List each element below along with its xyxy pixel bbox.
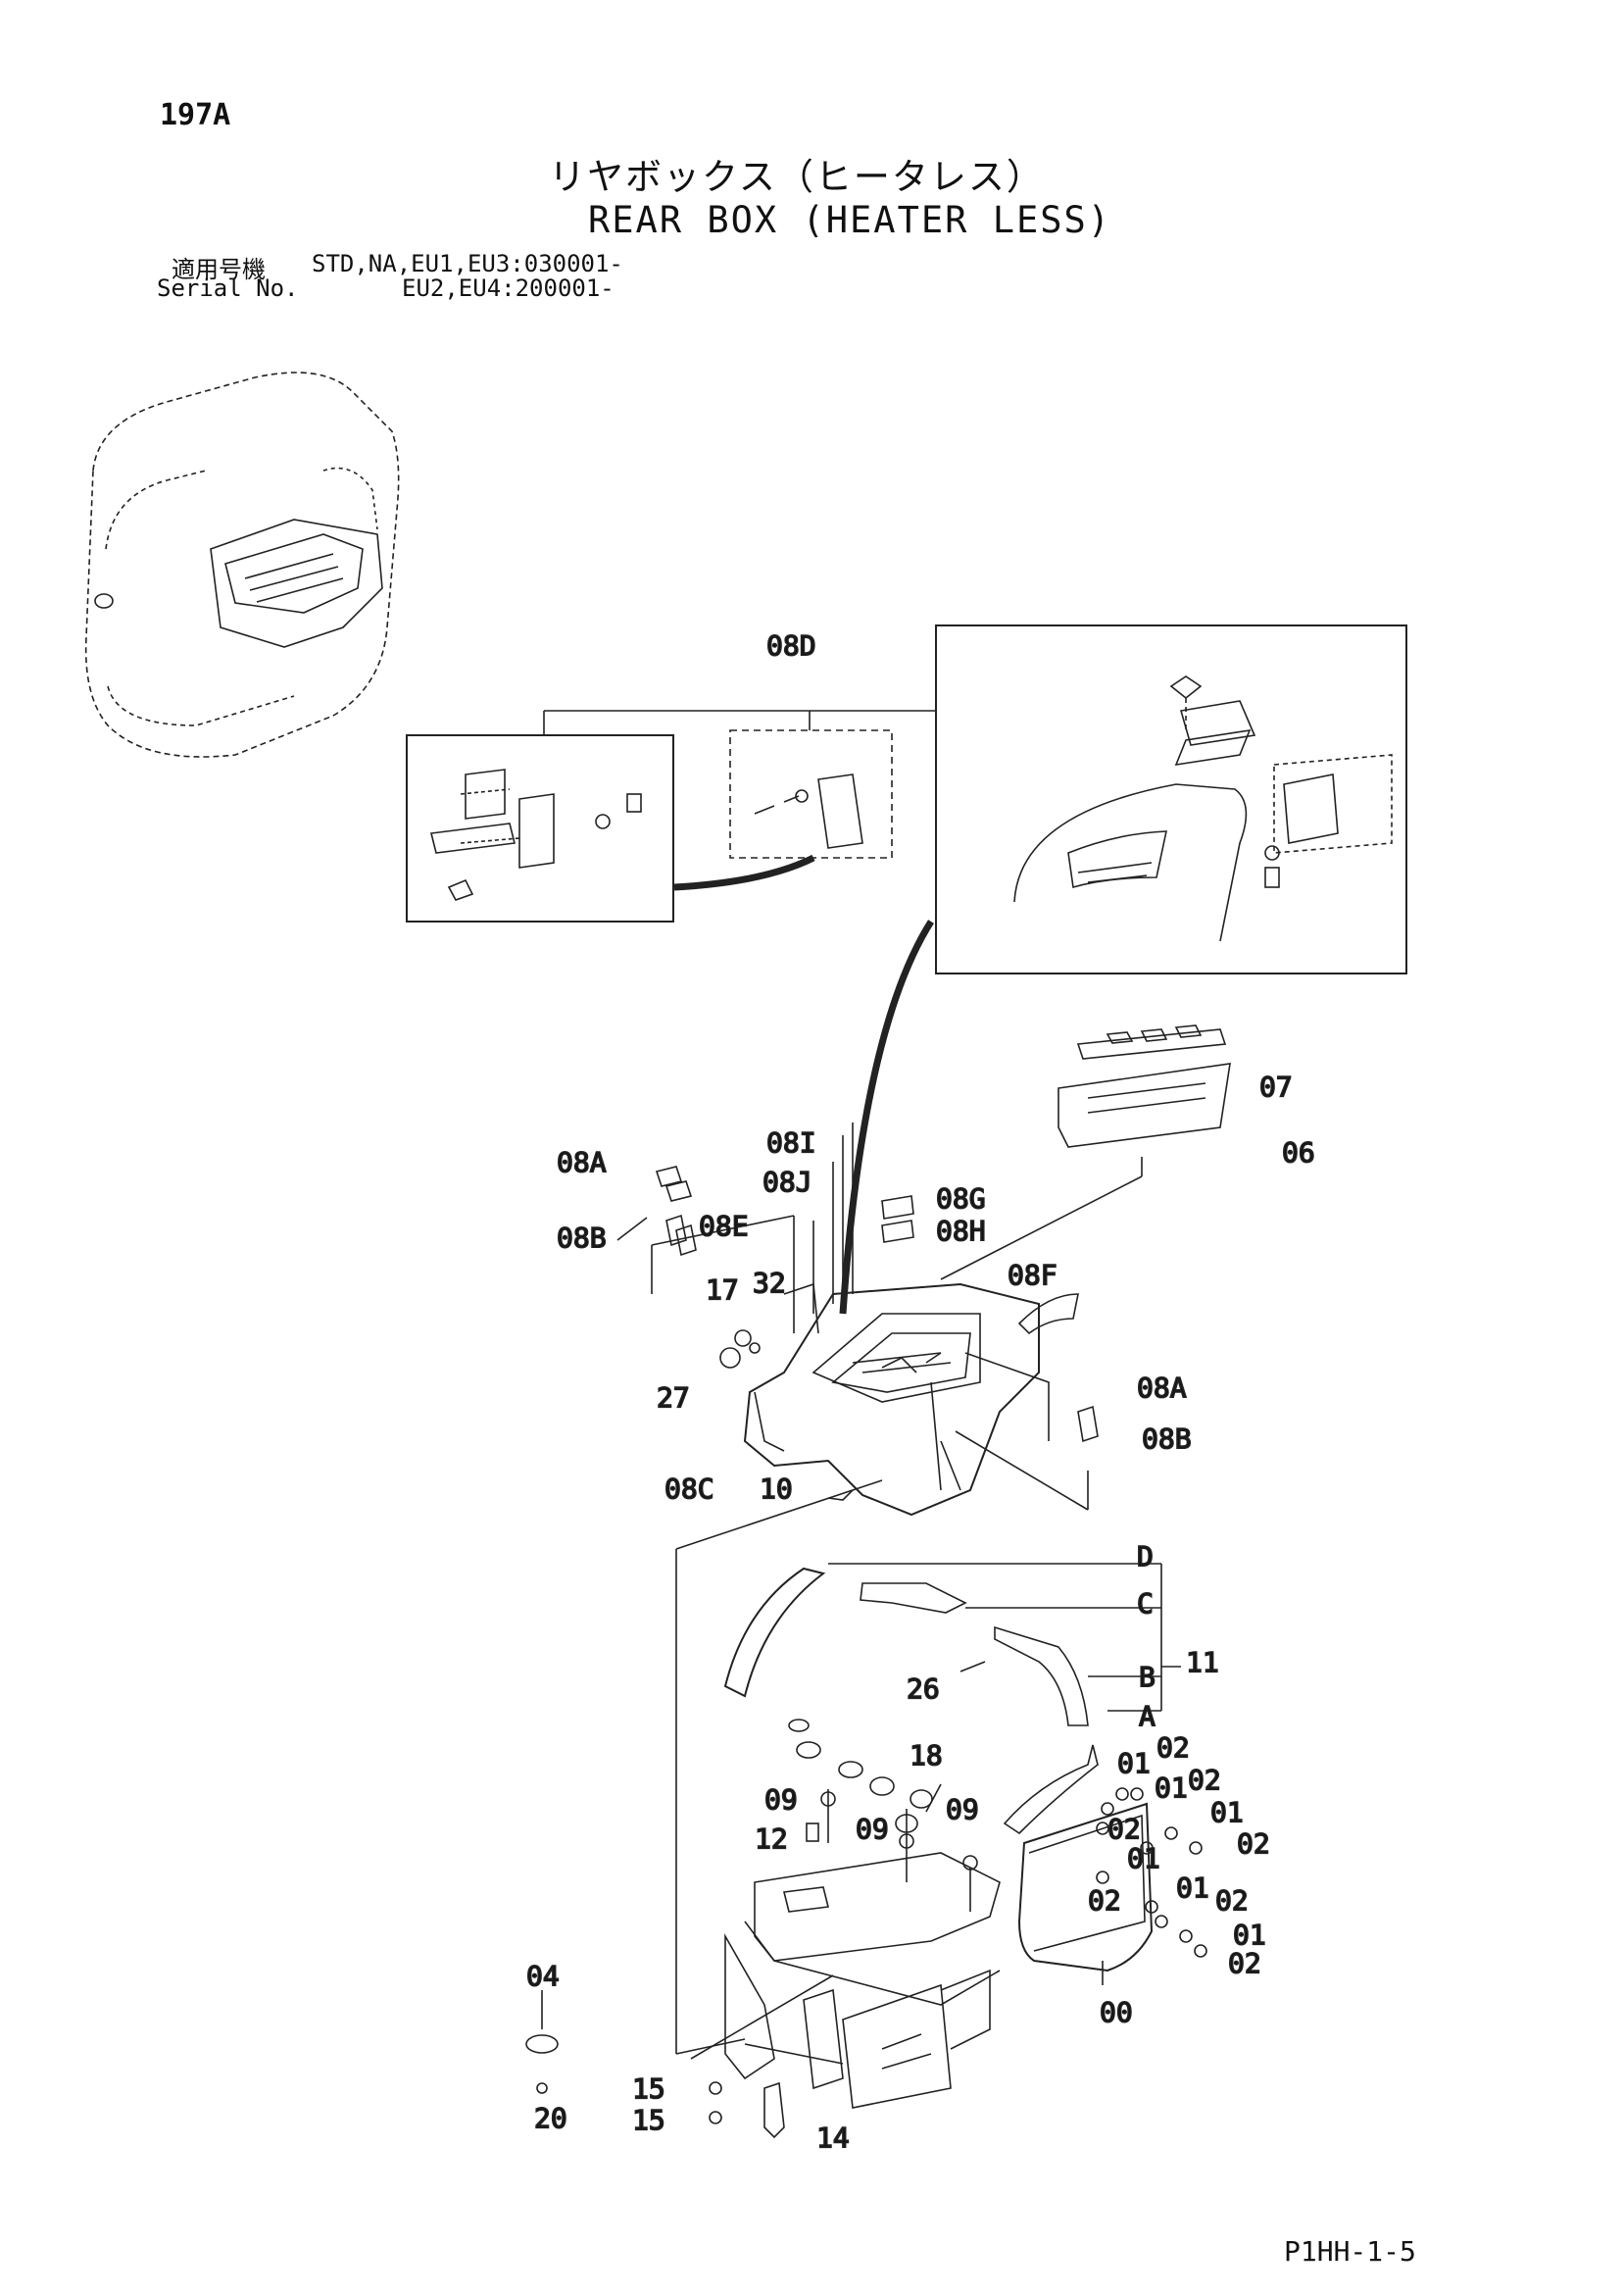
callout-label: 02 [1188, 1764, 1221, 1796]
serial-label-jp: 適用号機 [172, 256, 266, 283]
callout-label: 08J [762, 1166, 812, 1198]
part-14-bracket [763, 2081, 785, 2139]
callout-label: 15 [632, 2104, 665, 2136]
callout-label: A [1139, 1700, 1156, 1732]
callout-label: 02 [1215, 1884, 1249, 1917]
callout-label: 04 [526, 1960, 560, 1992]
document-code: P1HH-1-5 [1284, 2235, 1416, 2268]
callout-label: 01 [1117, 1747, 1151, 1779]
fastener-cluster [1096, 1787, 1207, 1958]
callout-label: 18 [910, 1739, 943, 1772]
callout-label: 00 [1100, 1996, 1133, 2028]
callout-label: 08B [557, 1222, 607, 1254]
callout-label: 02 [1088, 1884, 1121, 1917]
callout-label: 08D [766, 629, 816, 662]
part-08D-group [543, 710, 936, 859]
callout-label: 09 [856, 1813, 889, 1845]
trim-rails [723, 1563, 1181, 1835]
part-15-bolt-a [709, 2081, 722, 2095]
callout-label: 08A [557, 1146, 607, 1178]
callout-label: 20 [534, 2102, 567, 2134]
cab-overview-illustration [84, 372, 400, 758]
callout-label: 15 [632, 2072, 665, 2105]
callout-label: 08F [1008, 1259, 1057, 1291]
part-20-washer [536, 2082, 548, 2094]
callout-label: 08B [1142, 1423, 1192, 1455]
callout-label: 08I [766, 1126, 816, 1159]
callout-label: 08E [699, 1210, 749, 1242]
callout-label: 14 [816, 2121, 850, 2154]
callout-label: 12 [755, 1822, 788, 1855]
callout-label: 11 [1186, 1646, 1219, 1678]
leader-thick-1 [673, 854, 815, 891]
part-04-cap [525, 2034, 559, 2054]
leader-thick-2 [839, 920, 934, 1315]
leader-lines-upper [616, 1123, 1099, 2055]
serial-label-en: Serial No. [157, 275, 299, 302]
callout-label: 27 [657, 1381, 690, 1414]
callout-label: 01 [1176, 1872, 1209, 1904]
callout-label: C [1137, 1587, 1154, 1620]
callout-label: 02 [1107, 1813, 1141, 1845]
serial-line-1: STD,NA,EU1,EU3:030001- [312, 250, 623, 277]
serial-line-2: EU2,EU4:200001- [402, 275, 615, 302]
callout-label: 01 [1127, 1842, 1160, 1874]
callout-label: 01 [1233, 1919, 1266, 1951]
callout-label: 06 [1282, 1136, 1315, 1169]
title-japanese: リヤボックス（ヒータレス） [549, 156, 1045, 198]
callout-label: D [1137, 1540, 1154, 1572]
callout-label: 32 [753, 1267, 786, 1299]
detail-inset-left [406, 734, 674, 923]
callout-label: 08G [936, 1182, 986, 1215]
floor-frame [690, 1789, 1001, 2109]
side-panel-00 [1017, 1802, 1154, 1985]
callout-label: 17 [706, 1273, 739, 1306]
part-15-bolt-b [709, 2111, 722, 2124]
callout-label: 02 [1237, 1827, 1270, 1860]
detail-inset-right [935, 624, 1407, 974]
callout-labels: 08D 07 06 08I 08A 08J 08E 08G 08B 08H 17… [525, 628, 1315, 2155]
callout-label: 08C [664, 1472, 714, 1505]
callout-label: 08A [1137, 1372, 1187, 1404]
title-english: REAR BOX (HEATER LESS) [588, 199, 1112, 241]
callout-label: 26 [907, 1672, 940, 1705]
callout-label: B [1139, 1661, 1156, 1693]
callout-label: 01 [1210, 1796, 1244, 1828]
callout-label: 01 [1155, 1772, 1188, 1804]
callout-label: 07 [1259, 1071, 1293, 1103]
callout-label: 09 [764, 1783, 798, 1816]
callout-label: 02 [1228, 1947, 1261, 1979]
page-number: 197A [160, 98, 231, 132]
callout-label: 08H [936, 1215, 986, 1247]
cover-06-07 [940, 1024, 1231, 1280]
callout-label: 02 [1156, 1731, 1190, 1764]
callout-label: 10 [760, 1472, 793, 1505]
callout-label: 09 [946, 1793, 979, 1825]
